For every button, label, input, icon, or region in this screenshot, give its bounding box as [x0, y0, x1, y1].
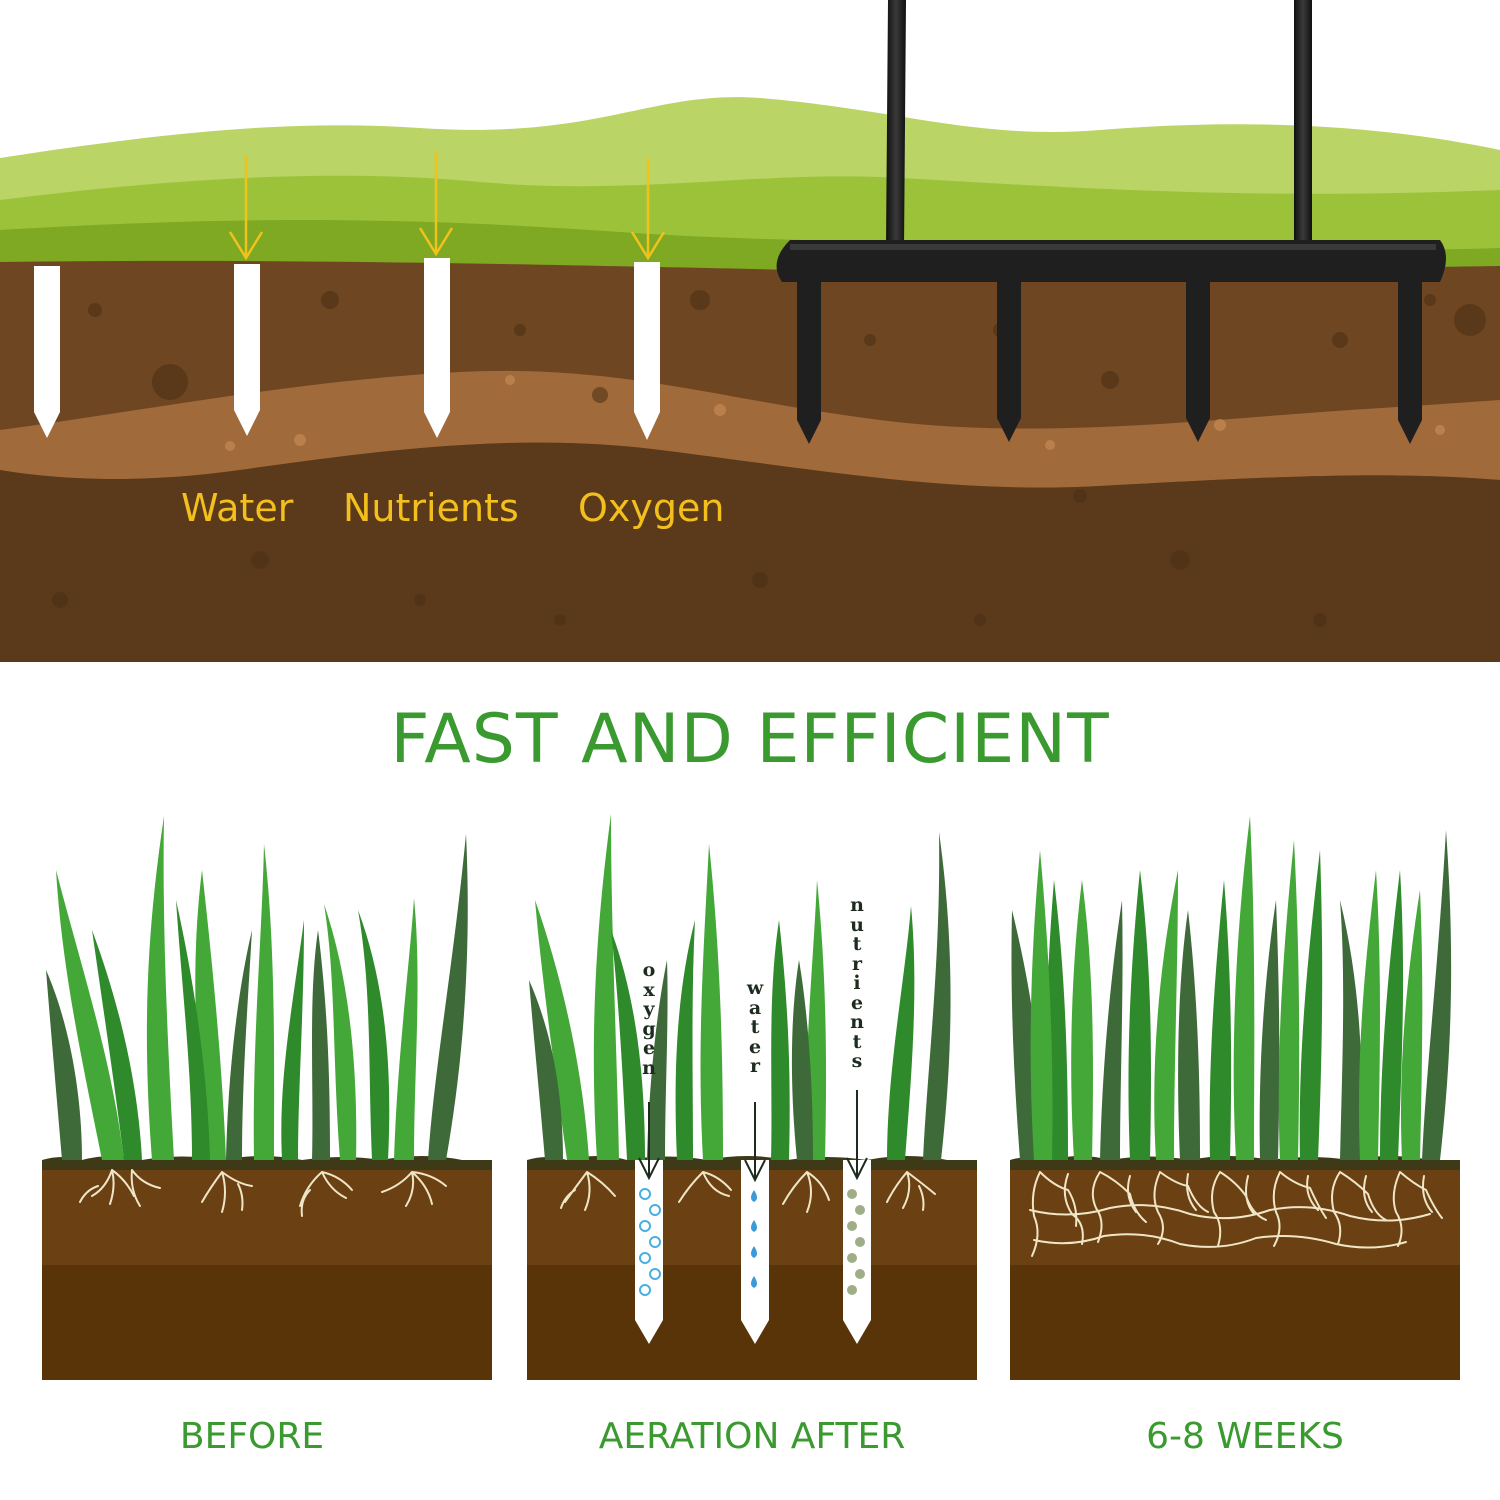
soil-band-lower: [0, 442, 1500, 662]
soil-band-light: [0, 370, 1500, 488]
aerator-tine-2: [997, 282, 1021, 442]
channel-nutrients: [843, 1160, 871, 1344]
channel-oxygen: [635, 1160, 663, 1344]
panel-aeration: [527, 814, 977, 1380]
panel-weeks: [1010, 816, 1460, 1380]
headline: FAST AND EFFICIENT: [390, 700, 1110, 779]
dense-roots: [1029, 1171, 1443, 1257]
black-arrows: [638, 1090, 868, 1183]
water-drops: [751, 1190, 757, 1288]
aerator-crossbar: [776, 240, 1446, 282]
aeration-hole-4: [634, 262, 660, 440]
yellow-arrows: [228, 152, 666, 261]
oxygen-bubbles: [639, 1188, 661, 1296]
aeration-hole-3: [424, 258, 450, 438]
aerator-handle-right: [1294, 0, 1312, 248]
aeration-hole-1: [34, 266, 60, 438]
caption-aeration-after: AERATION AFTER: [598, 1416, 906, 1457]
aeration-holes: [34, 258, 660, 440]
label-water: Water: [181, 486, 294, 530]
lawn-aerator-tool: [776, 0, 1446, 444]
aeration-hole-2: [234, 264, 260, 436]
label-nutrients: Nutrients: [343, 486, 519, 530]
aerator-tine-1: [797, 282, 821, 444]
panel-before: [42, 816, 492, 1380]
nutrient-dots: [847, 1189, 865, 1295]
caption-weeks: 6-8 WEEKS: [1146, 1416, 1344, 1457]
caption-before: BEFORE: [179, 1416, 325, 1457]
label-oxygen: Oxygen: [578, 486, 725, 530]
aerator-tine-3: [1186, 282, 1210, 442]
aerator-handle-left: [886, 0, 906, 248]
aeration-soil-scene: [0, 0, 1500, 662]
aerator-tine-4: [1398, 282, 1422, 444]
